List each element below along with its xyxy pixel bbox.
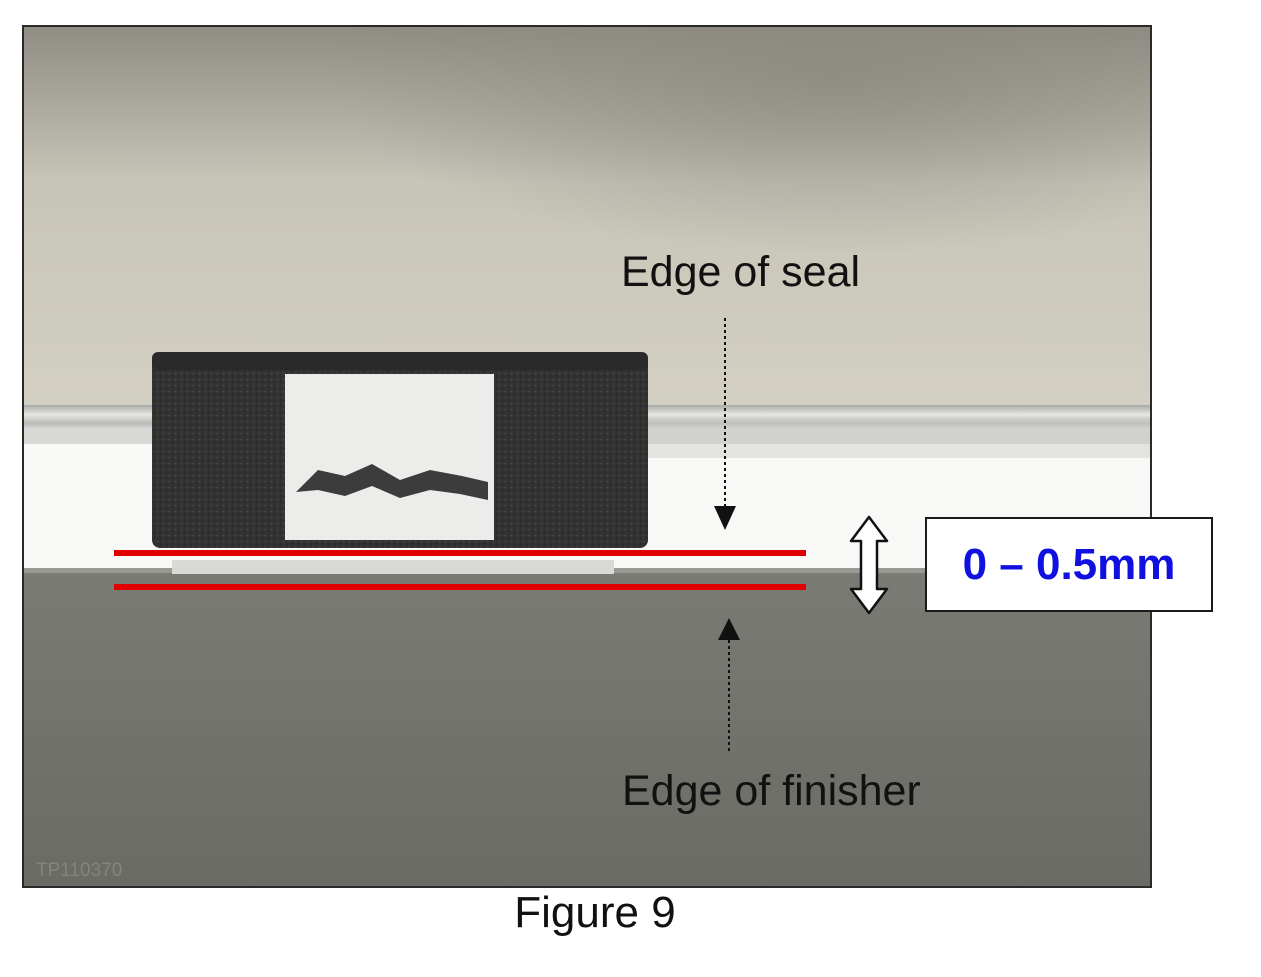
figure-caption: Figure 9 [514,888,676,937]
tolerance-value: 0 – 0.5mm [962,539,1176,589]
double-headed-arrow-icon [849,515,889,615]
photo-id-watermark: TP110370 [36,860,123,881]
edge-of-finisher-label: Edge of finisher [622,767,921,815]
edge-of-seal-label: Edge of seal [621,248,861,296]
seal-block [152,352,648,574]
tolerance-box: 0 – 0.5mm [925,517,1213,612]
up-arrow-icon [718,618,740,752]
down-arrow-icon [714,318,736,530]
